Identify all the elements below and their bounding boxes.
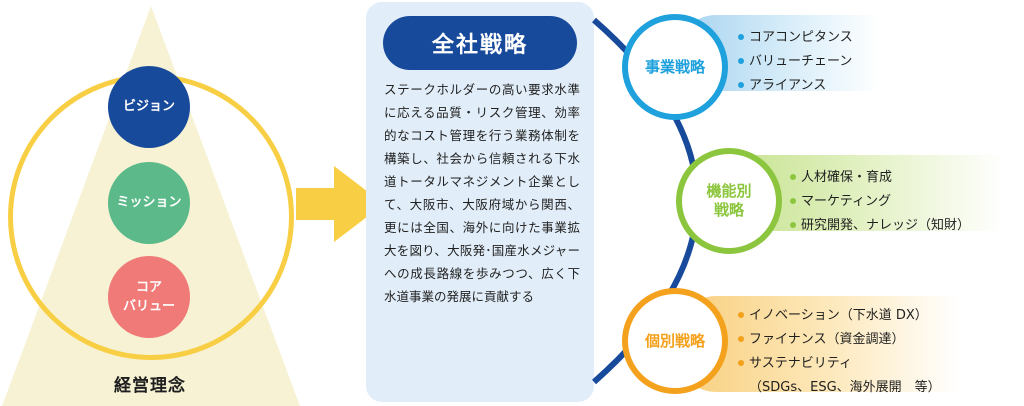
functional-strategy-circle: 機能別 戦略 [676,148,782,254]
mission-circle: ミッション [108,162,190,244]
list-item: サステナビリティ [738,352,941,376]
bullet-icon [738,81,744,88]
bullet-icon [738,359,744,366]
right-arrow-icon [296,166,384,242]
individual-strategy-circle: 個別戦略 [622,288,728,394]
bullet-icon [738,335,744,342]
business-strategy-list: コアコンピタンス バリューチェーン アライアンス [738,26,853,98]
list-item: 人材確保・育成 [790,166,970,190]
functional-strategy-list: 人材確保・育成 マーケティング 研究開発、ナレッジ（知財） [790,166,970,238]
bullet-icon [738,311,744,318]
list-item: 研究開発、ナレッジ（知財） [790,214,970,238]
corporate-strategy-title: 全社戦略 [383,16,577,70]
list-item: バリューチェーン [738,50,853,74]
list-item: ファイナンス（資金調達） [738,328,941,352]
individual-strategy-list: イノベーション（下水道 DX） ファイナンス（資金調達） サステナビリティ （S… [738,304,941,400]
corporate-strategy-description: ステークホルダーの高い要求水準に応える品質・リスク管理、効率的なコスト管理を行う… [384,82,580,304]
bullet-icon [790,197,796,204]
list-item: アライアンス [738,74,853,98]
list-item: マーケティング [790,190,970,214]
bullet-icon [790,221,796,228]
list-item: イノベーション（下水道 DX） [738,304,941,328]
bullet-icon [738,57,744,64]
bullet-icon [790,173,796,180]
business-strategy-circle: 事業戦略 [622,14,728,120]
philosophy-label: 経営理念 [114,376,186,396]
bullet-icon [738,33,744,40]
core-value-circle: コア バリュー [108,256,190,338]
list-item: コアコンピタンス [738,26,853,50]
vision-circle: ビジョン [108,66,190,148]
list-item-detail: （SDGs、ESG、海外展開 等） [749,380,941,395]
